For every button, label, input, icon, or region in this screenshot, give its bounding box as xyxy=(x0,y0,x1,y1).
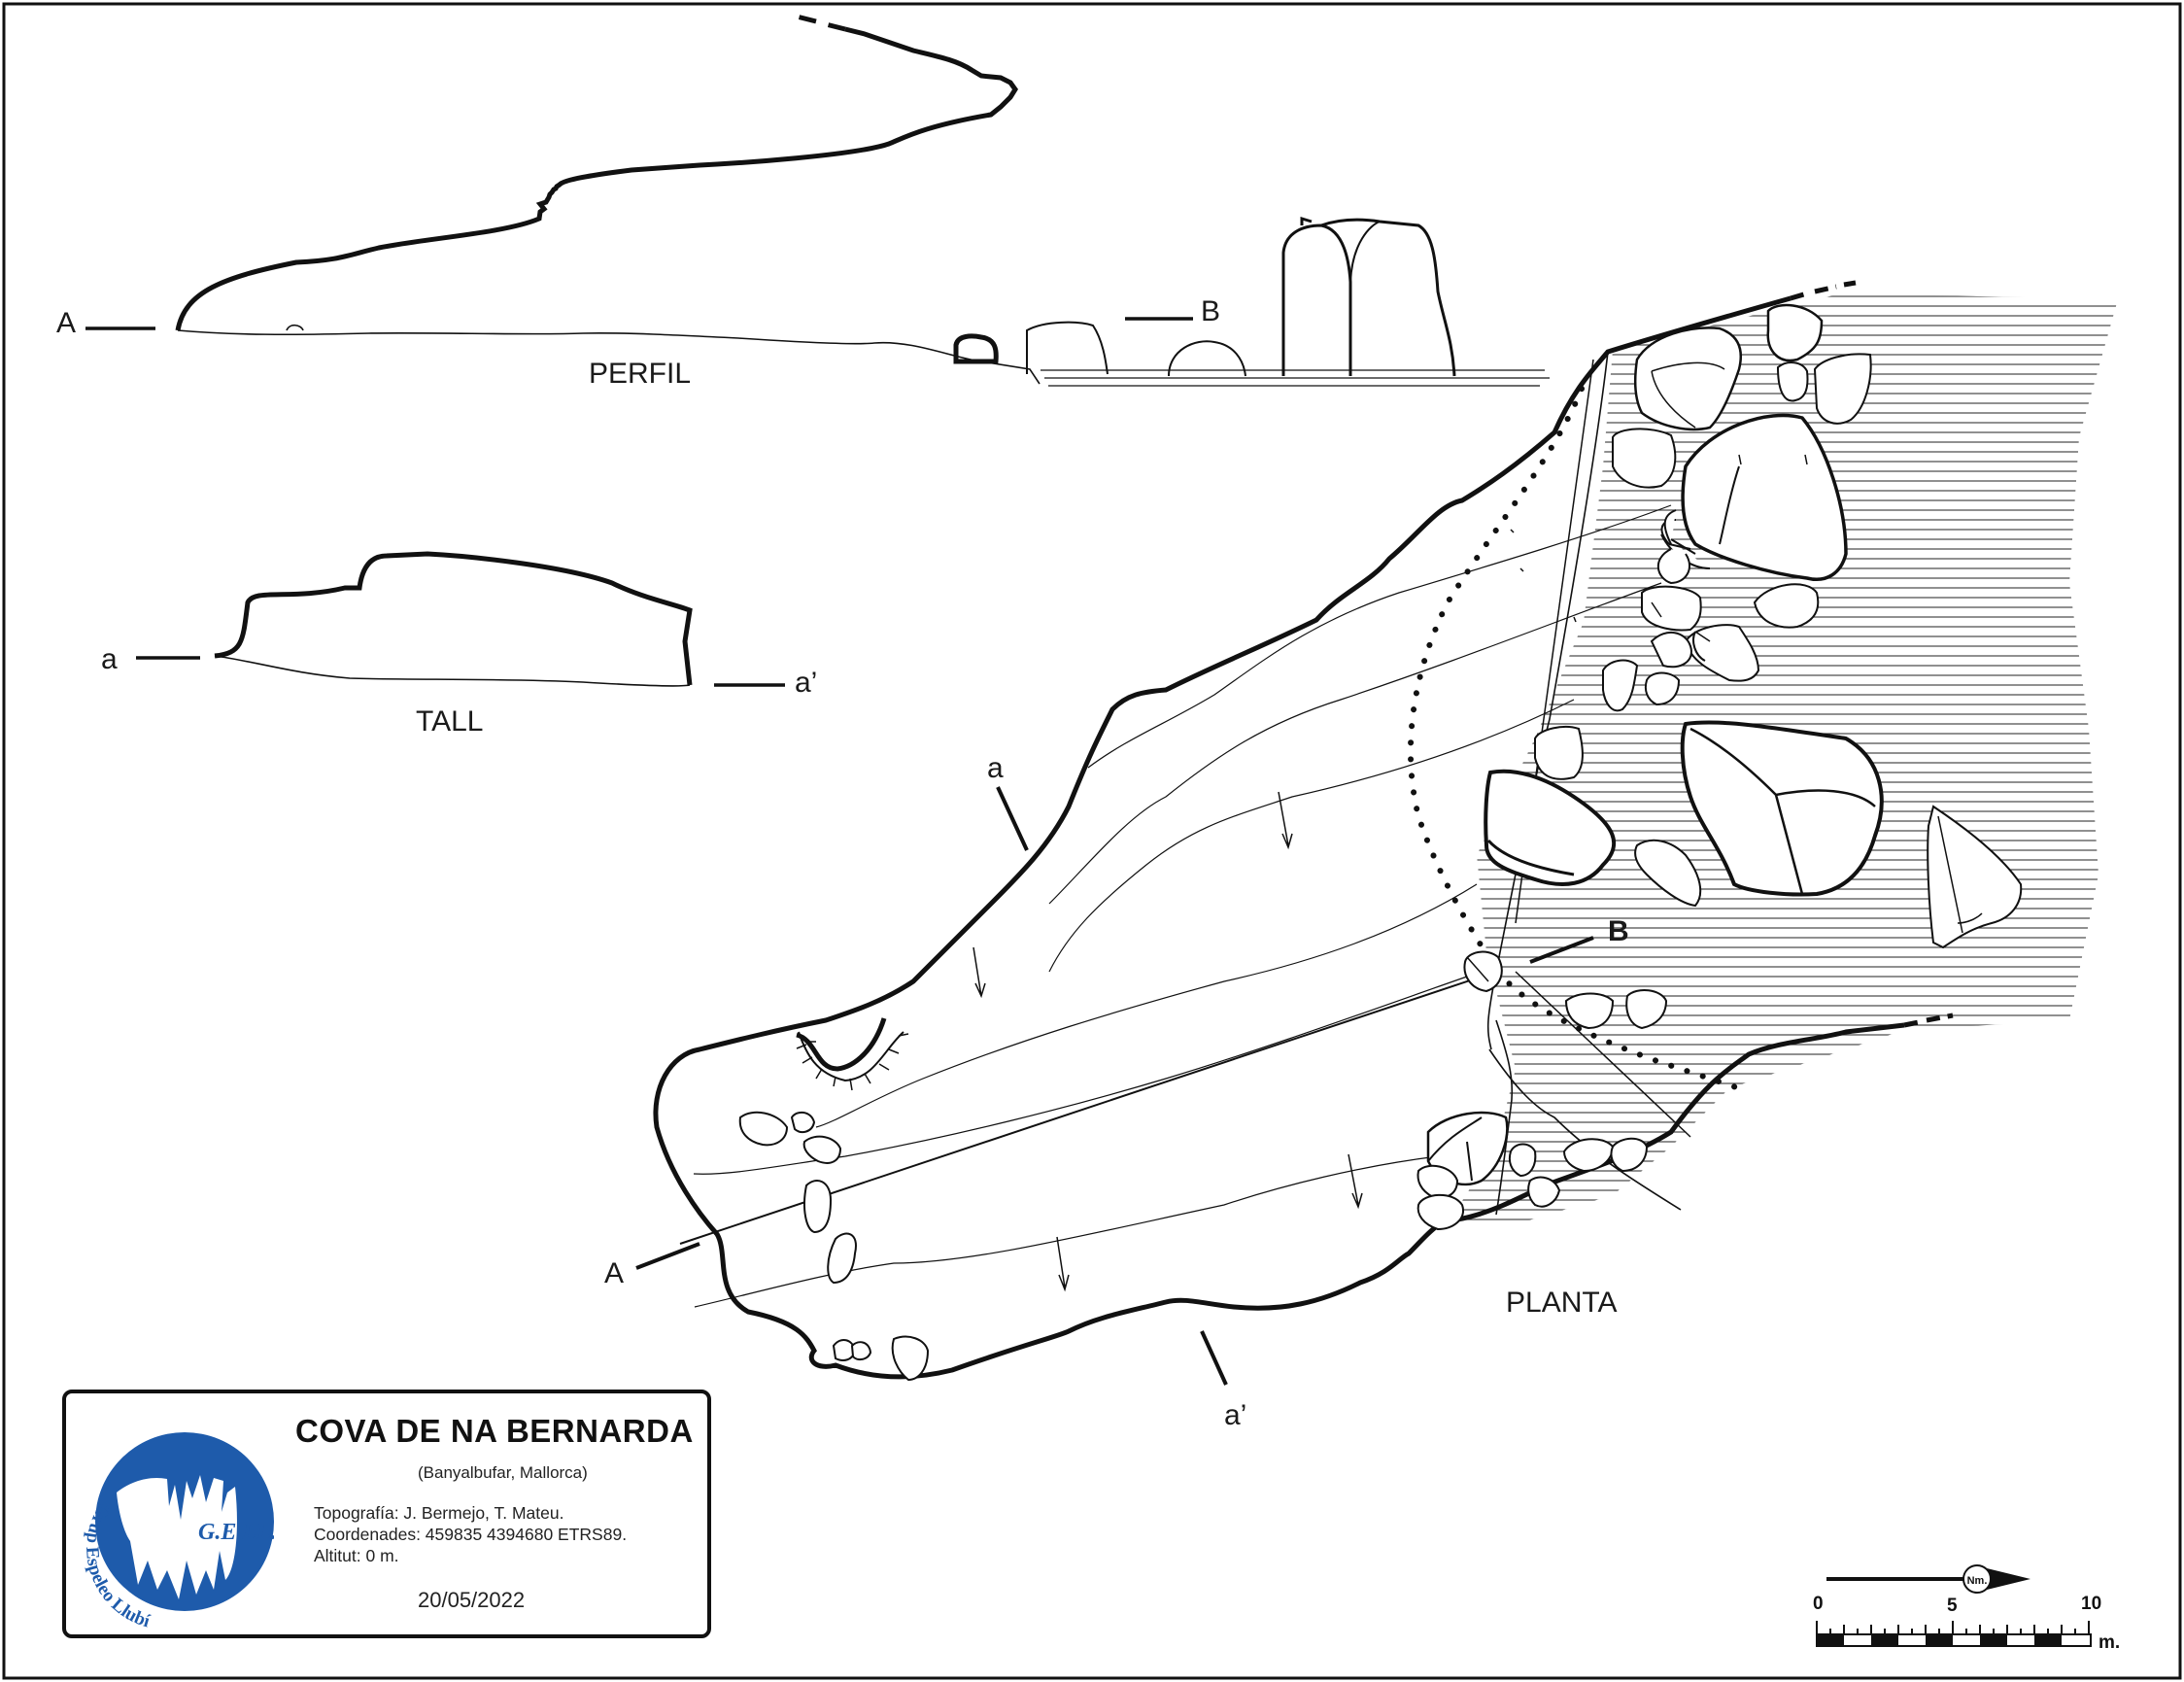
cave-title: COVA DE NA BERNARDA xyxy=(295,1413,694,1449)
marker-A-profile: A xyxy=(56,307,76,339)
scale-tick-10: 10 xyxy=(2081,1594,2101,1614)
marker-a-prime-plan: a’ xyxy=(1224,1399,1246,1431)
marker-B-plan: B xyxy=(1608,915,1629,947)
logo-name: G.E.LL. xyxy=(198,1520,274,1545)
scale-tick-0: 0 xyxy=(1813,1594,1824,1614)
profile-section xyxy=(175,14,1550,387)
marker-B-profile: B xyxy=(1201,295,1220,327)
scale-tick-5: 5 xyxy=(1947,1596,1958,1616)
marker-a-plan: a xyxy=(987,752,1004,784)
coordinates: Coordenades: 459835 4394680 ETRS89. xyxy=(314,1525,628,1544)
scale-bar: Nm. 0 5 10 xyxy=(1813,1564,2120,1653)
plan-label: PLANTA xyxy=(1506,1287,1617,1319)
survey-date: 20/05/2022 xyxy=(418,1588,526,1612)
marker-a-cut: a xyxy=(101,643,118,675)
marker-a-plan-line xyxy=(996,786,1029,851)
scale-bar-ticks xyxy=(1816,1621,2090,1634)
marker-A-plan: A xyxy=(604,1257,624,1289)
north-arrow-icon xyxy=(1987,1568,2030,1590)
gell-logo: G.E.LL. Grup Espeleo Llubí xyxy=(80,1425,274,1629)
plan-boulders xyxy=(738,303,2023,1382)
cave-location: (Banyalbufar, Mallorca) xyxy=(418,1463,588,1482)
profile-label: PERFIL xyxy=(589,358,691,390)
marker-A-plan-line xyxy=(635,1242,700,1270)
north-label: Nm. xyxy=(1967,1575,1988,1587)
scale-unit: m. xyxy=(2099,1632,2120,1653)
cut-label: TALL xyxy=(416,705,483,738)
marker-a-prime-cut: a’ xyxy=(795,667,817,699)
north-badge xyxy=(1962,1564,1992,1594)
marker-a-prime-plan-line xyxy=(1200,1330,1228,1386)
plan-outline xyxy=(653,280,1954,1380)
altitude: Altitut: 0 m. xyxy=(314,1546,399,1565)
marker-B-plan-line xyxy=(1529,936,1594,964)
cross-section xyxy=(214,551,693,687)
logo-cave-silhouette xyxy=(117,1475,237,1599)
survey-credits: Topografía: J. Bermejo, T. Mateu. xyxy=(314,1503,564,1523)
title-block: G.E.LL. Grup Espeleo Llubí COVA DE NA BE… xyxy=(62,1390,711,1638)
scale-bar-blocks xyxy=(1817,1634,2062,1646)
